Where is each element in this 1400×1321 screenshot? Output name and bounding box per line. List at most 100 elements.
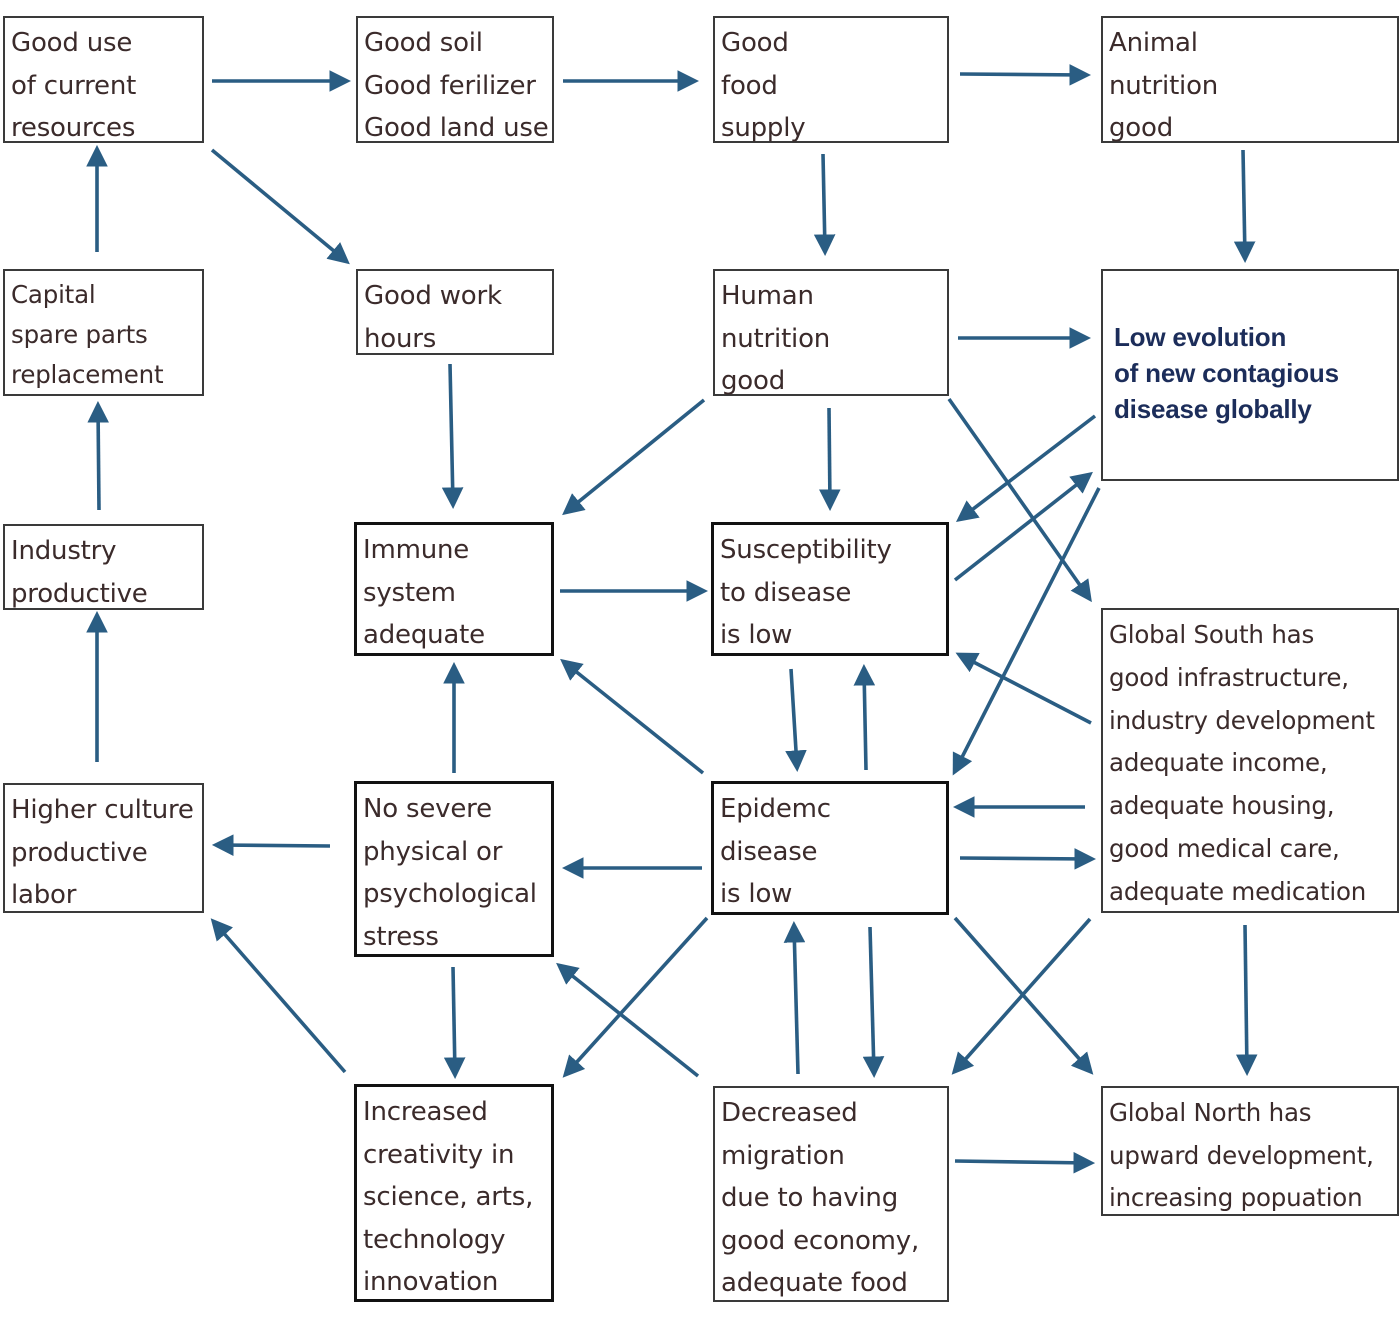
node-text: Immune	[363, 535, 470, 565]
node-text: good infrastructure,	[1109, 662, 1349, 692]
node-text: Good	[721, 28, 789, 58]
node-decreased-migration: Decreased migration due to having good e…	[713, 1086, 949, 1302]
arrow	[783, 920, 806, 1075]
node-epidemic-disease: Epidemc disease is low	[711, 781, 949, 915]
node-text: Human	[721, 281, 814, 311]
node-text: good medical care,	[1109, 833, 1340, 863]
arrow	[441, 363, 464, 510]
node-text: migration	[721, 1140, 845, 1171]
node-human-nutrition: Human nutrition good	[713, 269, 949, 396]
node-text: adequate	[363, 620, 485, 650]
node-animal-nutrition: Animal nutrition good	[1101, 16, 1399, 143]
arrow	[210, 918, 347, 1074]
node-text: psychological	[363, 879, 537, 909]
node-text: supply	[721, 113, 806, 143]
node-text: labor	[11, 880, 77, 910]
node-text: productive	[11, 578, 148, 609]
arrow	[211, 834, 331, 856]
arrow	[954, 1151, 1096, 1174]
node-text: system	[363, 577, 456, 608]
node-text: stress	[363, 921, 439, 952]
arrow	[785, 668, 807, 773]
node-industry-productive: Industry productive	[3, 524, 204, 610]
node-text: adequate food	[721, 1268, 908, 1298]
node-good-use-of-resources: Good use of current resources	[3, 16, 204, 143]
node-text: replacement	[11, 360, 164, 389]
node-text: increasing popuation	[1109, 1183, 1363, 1212]
node-text: Higher culture	[11, 795, 194, 825]
node-text: Good land use	[364, 113, 549, 143]
node-text: Susceptibility	[720, 535, 892, 565]
node-good-food-supply: Good food supply	[713, 16, 949, 143]
node-text: Good soil	[364, 28, 483, 58]
node-text: adequate medication	[1109, 876, 1367, 906]
node-text: Low evolution	[1114, 322, 1287, 352]
node-text: Good ferilizer	[364, 70, 536, 101]
node-text: to disease	[720, 577, 852, 608]
node-text: hours	[364, 323, 437, 354]
node-text: Animal	[1109, 28, 1198, 58]
node-text: No severe	[363, 794, 492, 824]
node-text: disease globally	[1114, 394, 1312, 424]
arrow	[947, 397, 1092, 603]
arrow	[952, 487, 1101, 776]
node-text: adequate housing,	[1109, 791, 1335, 821]
node-text: Global South has	[1109, 620, 1315, 649]
node-text: Industry	[11, 536, 117, 566]
arrow	[87, 400, 109, 511]
node-immune-system: Immune system adequate	[354, 522, 554, 656]
arrow	[953, 916, 1094, 1075]
arrow	[819, 407, 841, 512]
arrow	[556, 962, 700, 1078]
arrow	[1233, 149, 1256, 264]
arrow	[562, 398, 706, 516]
arrow	[560, 658, 705, 775]
arrow	[1235, 924, 1258, 1077]
node-text: resources	[11, 113, 136, 143]
node-text: innovation	[363, 1267, 499, 1297]
node-text: Epidemc	[720, 794, 831, 824]
node-text: of current	[11, 70, 137, 101]
node-text: productive	[11, 837, 148, 868]
node-text: Good work	[364, 281, 502, 311]
node-text: food	[721, 70, 778, 101]
node-text: Good use	[11, 28, 133, 58]
node-text: nutrition	[721, 323, 831, 354]
arrow	[210, 148, 350, 265]
node-text: spare parts	[11, 320, 148, 349]
arrow	[813, 153, 836, 257]
node-susceptibility: Susceptibility to disease is low	[711, 522, 949, 656]
node-text: due to having	[721, 1183, 899, 1213]
arrow	[959, 64, 1092, 86]
node-global-north: Global North has upward development, inc…	[1101, 1086, 1399, 1216]
node-text: industry development	[1109, 705, 1375, 735]
node-text: of new contagious	[1114, 358, 1339, 388]
node-text: good economy,	[721, 1225, 920, 1256]
node-text: upward development,	[1109, 1140, 1374, 1170]
node-text: Global North has	[1109, 1098, 1312, 1127]
node-global-south: Global South has good infrastructure, in…	[1101, 608, 1399, 913]
node-text: disease	[720, 836, 818, 867]
node-text: adequate income,	[1109, 748, 1328, 778]
arrow	[562, 916, 709, 1078]
arrow	[955, 414, 1097, 523]
arrow	[953, 471, 1093, 582]
node-text: Decreased	[721, 1098, 858, 1128]
node-low-evolution-of-disease: Low evolution of new contagious disease …	[1101, 269, 1399, 481]
node-text: physical or	[363, 836, 503, 867]
node-text: is low	[720, 879, 793, 909]
node-higher-culture: Higher culture productive labor	[3, 783, 204, 913]
node-text: technology	[363, 1224, 506, 1255]
node-good-soil: Good soil Good ferilizer Good land use	[356, 16, 554, 143]
arrow	[862, 926, 885, 1079]
arrow	[955, 652, 1092, 725]
node-text: good	[721, 366, 786, 396]
node-good-work-hours: Good work hours	[356, 269, 554, 355]
node-text: nutrition	[1109, 70, 1219, 101]
node-text: science, arts,	[363, 1182, 534, 1212]
node-text: Increased	[363, 1097, 488, 1127]
node-text: Capital	[11, 280, 96, 309]
arrow	[853, 663, 876, 771]
